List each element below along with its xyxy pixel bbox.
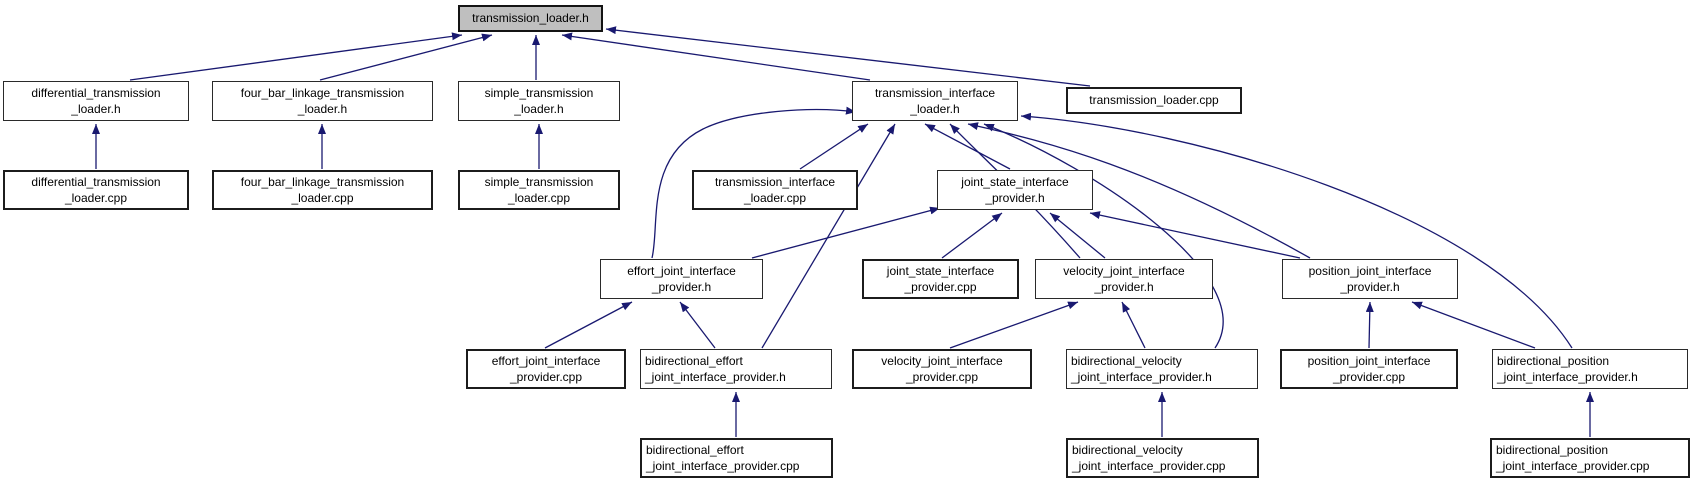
node-label-line: _loader.h — [297, 102, 348, 116]
node-label-line: four_bar_linkage_transmission — [240, 85, 405, 100]
node-label-line: bidirectional_position — [1497, 353, 1610, 368]
node-label-line: _loader.h — [514, 102, 564, 116]
node-label-line: position_joint_interface — [1308, 263, 1432, 278]
graph-edge-bidirectional-velocity-joint-interface-provider-h-includes-transmission-interface-loader-h — [983, 123, 1224, 349]
node-label-line: _joint_interface_provider.h — [1071, 370, 1212, 384]
graph-edge-transmission-interface-loader-cpp-includes-transmission-interface-loader-h — [799, 123, 869, 170]
graph-edge-bidirectional-velocity-joint-interface-provider-h-includes-velocity-joint-interface-provider-h — [1121, 301, 1146, 349]
graph-node-joint-state-interface-provider-cpp: joint_state_interface _provider.cpp — [862, 259, 1019, 299]
node-label-line: _provider.h — [1340, 280, 1400, 294]
node-label-line: four_bar_linkage_transmission — [240, 174, 405, 189]
node-label-line: transmission_loader.cpp — [1089, 93, 1219, 108]
graph-edge-effort-joint-interface-provider-h-includes-joint-state-interface-provider-h — [751, 206, 941, 259]
node-label-line: bidirectional_position — [1496, 442, 1609, 457]
graph-edge-bidirectional-position-joint-interface-provider-h-includes-transmission-interface-loader-h — [1020, 112, 1573, 349]
graph-node-transmission-loader-cpp: transmission_loader.cpp — [1066, 87, 1242, 114]
graph-node-differential-transmission-loader-h[interactable]: differential_transmission _loader.h — [3, 81, 189, 121]
graph-node-four-bar-linkage-transmission-loader-h[interactable]: four_bar_linkage_transmission _loader.h — [212, 81, 433, 121]
graph-node-position-joint-interface-provider-h[interactable]: position_joint_interface _provider.h — [1282, 259, 1458, 299]
graph-edge-transmission-loader-cpp-includes-transmission-loader-h — [605, 26, 1091, 87]
graph-node-position-joint-interface-provider-cpp: position_joint_interface _provider.cpp — [1280, 349, 1458, 389]
node-label-line: position_joint_interface — [1307, 353, 1431, 368]
graph-node-joint-state-interface-provider-h[interactable]: joint_state_interface _provider.h — [937, 170, 1093, 210]
node-label-line: effort_joint_interface — [491, 353, 601, 368]
graph-node-four-bar-linkage-transmission-loader-cpp: four_bar_linkage_transmission _loader.cpp — [212, 170, 433, 210]
node-label-line: _provider.cpp — [905, 370, 979, 384]
graph-node-velocity-joint-interface-provider-h[interactable]: velocity_joint_interface _provider.h — [1035, 259, 1213, 299]
node-label-line: differential_transmission — [31, 174, 161, 189]
graph-edge-position-joint-interface-provider-cpp-includes-position-joint-interface-provider-h — [1365, 301, 1374, 349]
node-label-line: _joint_interface_provider.cpp — [1072, 459, 1226, 473]
node-label-line: _joint_interface_provider.h — [1497, 370, 1638, 384]
graph-node-transmission-interface-loader-cpp: transmission_interface _loader.cpp — [692, 170, 858, 210]
node-label-line: bidirectional_effort — [646, 442, 744, 457]
node-label-line: transmission_interface — [714, 174, 836, 189]
graph-node-bidirectional-velocity-joint-interface-provider-cpp: bidirectional_velocity _joint_interface_p… — [1066, 438, 1259, 478]
node-label-line: _provider.h — [985, 191, 1045, 205]
node-label-line: bidirectional_velocity — [1072, 442, 1183, 457]
graph-edge-bidirectional-effort-joint-interface-provider-h-includes-transmission-interface-loader-h — [761, 123, 896, 349]
graph-node-simple-transmission-loader-cpp: simple_transmission _loader.cpp — [458, 170, 620, 210]
graph-edge-velocity-joint-interface-provider-cpp-includes-velocity-joint-interface-provider-h — [949, 301, 1079, 349]
node-label-line: effort_joint_interface — [627, 263, 736, 278]
graph-node-transmission-interface-loader-h[interactable]: transmission_interface _loader.h — [852, 81, 1018, 121]
graph-edge-joint-state-interface-provider-cpp-includes-joint-state-interface-provider-h — [941, 212, 1003, 259]
node-label-line: joint_state_interface — [886, 263, 995, 278]
graph-edge-differential-transmission-loader-h-includes-transmission-loader-h — [129, 32, 463, 81]
graph-node-bidirectional-effort-joint-interface-provider-h[interactable]: bidirectional_effort _joint_interface_pro… — [640, 349, 832, 389]
graph-node-velocity-joint-interface-provider-cpp: velocity_joint_interface _provider.cpp — [852, 349, 1032, 389]
node-label-line: _provider.cpp — [904, 280, 977, 294]
graph-node-bidirectional-position-joint-interface-provider-h[interactable]: bidirectional_position _joint_interface_p… — [1492, 349, 1688, 389]
graph-edge-bidirectional-effort-joint-interface-provider-h-includes-effort-joint-interface-provider-h — [679, 301, 716, 349]
node-label-line: bidirectional_effort — [645, 353, 743, 368]
graph-edge-effort-joint-interface-provider-h-includes-transmission-interface-loader-h — [651, 106, 857, 259]
node-label-line: _loader.cpp — [507, 191, 571, 205]
node-label-line: _provider.cpp — [509, 370, 583, 384]
node-label-line: _joint_interface_provider.cpp — [1496, 459, 1650, 473]
graph-node-effort-joint-interface-provider-cpp: effort_joint_interface _provider.cpp — [466, 349, 626, 389]
node-label-line: _joint_interface_provider.h — [645, 370, 786, 384]
node-label-line: _provider.cpp — [1332, 370, 1406, 384]
node-label-line: simple_transmission — [484, 85, 594, 100]
node-label-line: velocity_joint_interface — [881, 353, 1003, 368]
graph-edge-four-bar-linkage-transmission-loader-h-includes-transmission-loader-h — [319, 33, 493, 81]
graph-node-effort-joint-interface-provider-h[interactable]: effort_joint_interface _provider.h — [600, 259, 763, 299]
graph-edge-velocity-joint-interface-provider-h-includes-joint-state-interface-provider-h — [1049, 212, 1106, 259]
node-label-line: _loader.cpp — [64, 191, 128, 205]
node-label-line: transmission_loader.h — [472, 11, 589, 26]
node-label-line: velocity_joint_interface — [1063, 263, 1185, 278]
node-label-line: simple_transmission — [484, 174, 594, 189]
graph-edge-position-joint-interface-provider-h-includes-joint-state-interface-provider-h — [1089, 211, 1301, 259]
node-label-line: _joint_interface_provider.cpp — [646, 459, 800, 473]
node-label-line: transmission_interface — [874, 85, 996, 100]
graph-edge-joint-state-interface-provider-h-includes-transmission-interface-loader-h — [924, 123, 1011, 170]
node-label-line: _loader.h — [910, 102, 960, 116]
graph-node-differential-transmission-loader-cpp: differential_transmission _loader.cpp — [3, 170, 189, 210]
graph-edge-bidirectional-position-joint-interface-provider-h-includes-position-joint-interface-provider-h — [1411, 301, 1536, 349]
node-label-line: bidirectional_velocity — [1071, 353, 1182, 368]
graph-edge-transmission-interface-loader-h-includes-transmission-loader-h — [561, 32, 871, 81]
graph-node-bidirectional-velocity-joint-interface-provider-h[interactable]: bidirectional_velocity _joint_interface_p… — [1066, 349, 1258, 389]
graph-node-bidirectional-position-joint-interface-provider-cpp: bidirectional_position _joint_interface_p… — [1490, 438, 1690, 478]
node-label-line: differential_transmission — [31, 85, 161, 100]
node-label-line: _loader.cpp — [743, 191, 807, 205]
node-label-line: _provider.h — [1094, 280, 1154, 294]
node-label-line: joint_state_interface — [961, 174, 1069, 189]
graph-edge-effort-joint-interface-provider-cpp-includes-effort-joint-interface-provider-h — [544, 301, 633, 349]
graph-node-bidirectional-effort-joint-interface-provider-cpp: bidirectional_effort _joint_interface_pro… — [640, 438, 833, 478]
graph-node-transmission-loader-h: transmission_loader.h — [458, 5, 603, 32]
node-label-line: _loader.cpp — [291, 191, 354, 205]
graph-node-simple-transmission-loader-h[interactable]: simple_transmission _loader.h — [458, 81, 620, 121]
node-label-line: _loader.h — [71, 102, 121, 116]
node-label-line: _provider.h — [651, 280, 712, 294]
